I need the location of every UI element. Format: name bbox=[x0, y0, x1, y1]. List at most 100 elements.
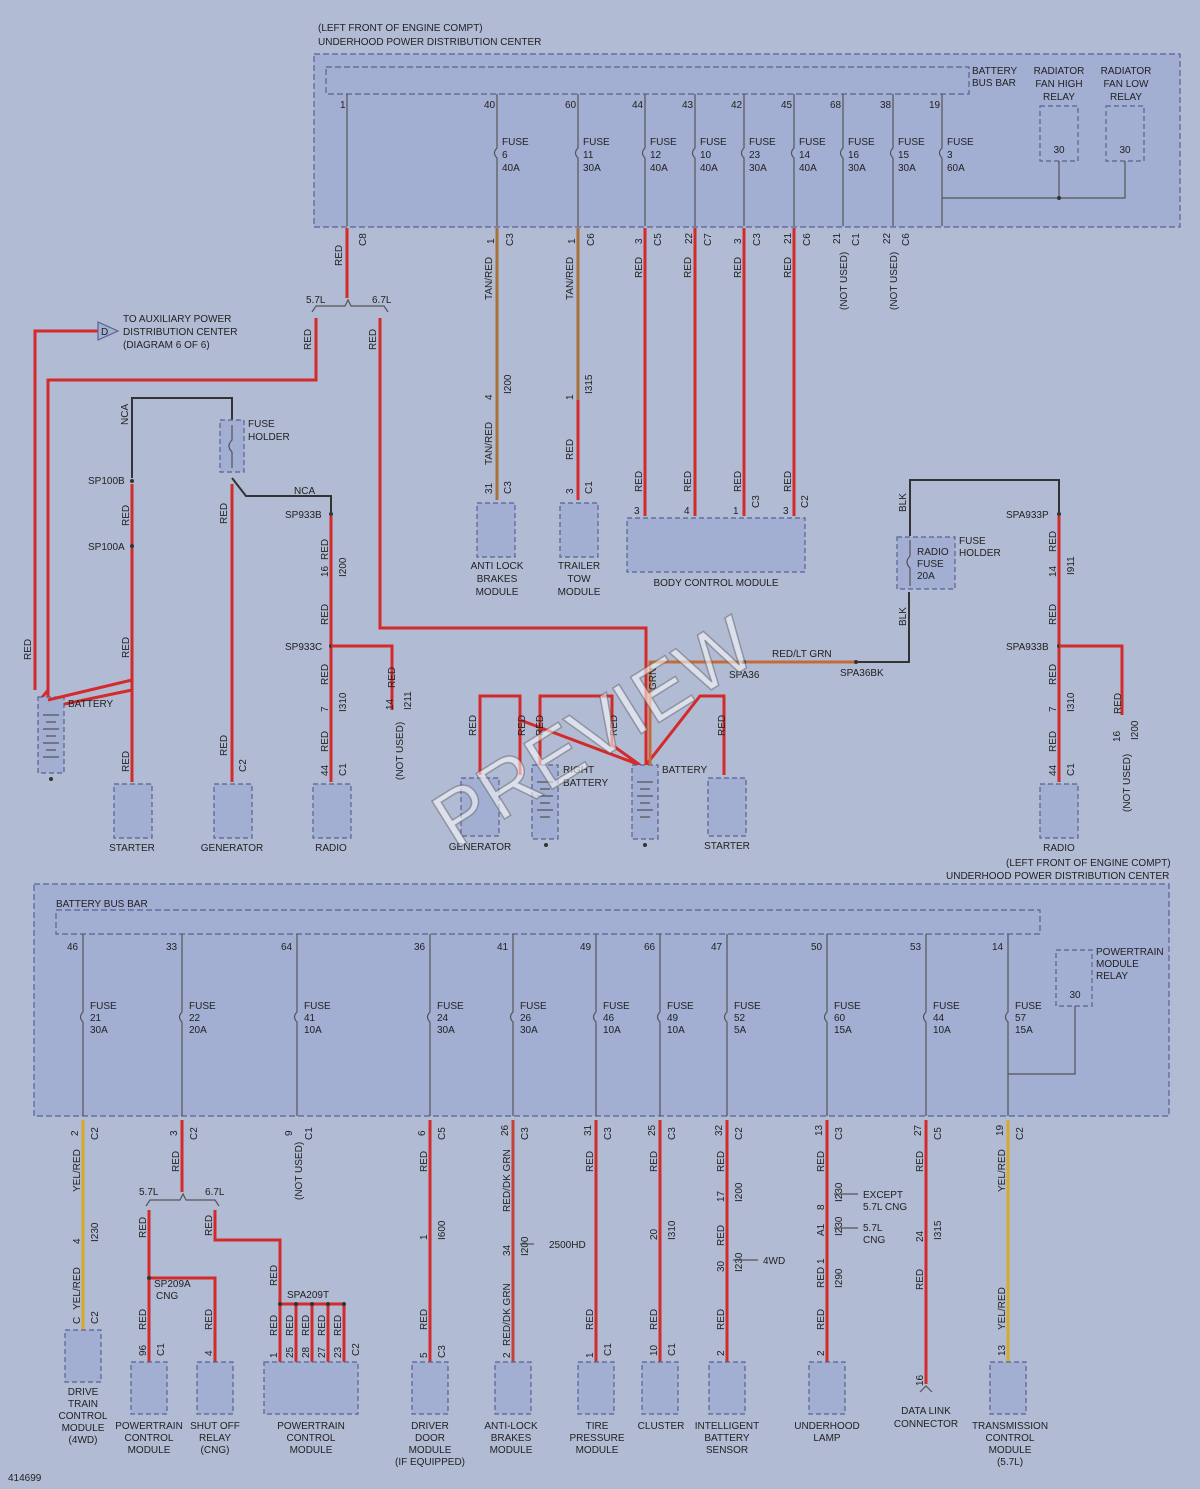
svg-text:CONTROL: CONTROL bbox=[125, 1433, 174, 1444]
svg-text:30A: 30A bbox=[749, 163, 767, 174]
svg-text:I310: I310 bbox=[667, 1220, 678, 1240]
svg-text:15A: 15A bbox=[1015, 1025, 1033, 1036]
top-fuse-pin: 38 bbox=[880, 100, 892, 111]
radio-left bbox=[312, 783, 352, 839]
svg-text:LAMP: LAMP bbox=[813, 1433, 841, 1444]
pin-main: 1 bbox=[340, 100, 346, 111]
svg-text:20A: 20A bbox=[917, 571, 935, 582]
svg-text:RED: RED bbox=[23, 639, 34, 660]
svg-text:CONTROL: CONTROL bbox=[59, 1411, 108, 1422]
relay-low-1: RADIATOR bbox=[1101, 66, 1152, 77]
svg-text:FUSE: FUSE bbox=[304, 1001, 331, 1012]
anti-lock-brakes-module bbox=[494, 1361, 532, 1415]
svg-text:6: 6 bbox=[502, 150, 508, 161]
svg-text:RED: RED bbox=[138, 1309, 149, 1330]
svg-text:MODULE: MODULE bbox=[62, 1423, 105, 1434]
svg-text:53: 53 bbox=[910, 942, 922, 953]
svg-text:C2: C2 bbox=[351, 1343, 362, 1356]
svg-text:C: C bbox=[72, 1317, 83, 1324]
svg-text:EXCEPT: EXCEPT bbox=[863, 1190, 903, 1201]
svg-text:14: 14 bbox=[799, 150, 811, 161]
svg-text:C6: C6 bbox=[901, 233, 912, 246]
svg-text:TRAIN: TRAIN bbox=[68, 1399, 98, 1410]
svg-text:10A: 10A bbox=[603, 1025, 621, 1036]
svg-text:RED: RED bbox=[585, 1309, 596, 1330]
svg-text:HOLDER: HOLDER bbox=[959, 548, 1001, 559]
svg-text:PRESSURE: PRESSURE bbox=[569, 1433, 624, 1444]
svg-text:26: 26 bbox=[500, 1124, 511, 1136]
svg-text:I200: I200 bbox=[1130, 720, 1141, 740]
svg-text:FUSE: FUSE bbox=[959, 536, 986, 547]
svg-text:30A: 30A bbox=[898, 163, 916, 174]
svg-text:11: 11 bbox=[583, 150, 594, 161]
svg-text:FUSE: FUSE bbox=[583, 137, 610, 148]
svg-text:24: 24 bbox=[437, 1013, 449, 1024]
svg-text:96: 96 bbox=[138, 1344, 149, 1356]
svg-text:C1: C1 bbox=[338, 763, 349, 776]
svg-text:3: 3 bbox=[169, 1130, 180, 1136]
svg-text:(5.7L): (5.7L) bbox=[997, 1457, 1023, 1468]
relay-low-box bbox=[1105, 105, 1145, 162]
top-fuse-pin: 40 bbox=[484, 100, 496, 111]
svg-text:I200: I200 bbox=[734, 1182, 745, 1202]
svg-text:8: 8 bbox=[816, 1204, 827, 1210]
svg-text:POWERTRAIN: POWERTRAIN bbox=[277, 1421, 345, 1432]
svg-text:RED/LT GRN: RED/LT GRN bbox=[772, 649, 832, 660]
svg-text:FUSE: FUSE bbox=[749, 137, 776, 148]
svg-text:44: 44 bbox=[933, 1013, 945, 1024]
svg-text:15A: 15A bbox=[834, 1025, 852, 1036]
svg-text:C3: C3 bbox=[505, 233, 516, 246]
svg-text:RED: RED bbox=[301, 1315, 312, 1336]
svg-text:3: 3 bbox=[565, 488, 576, 494]
svg-text:I200: I200 bbox=[520, 1236, 531, 1256]
svg-text:10A: 10A bbox=[304, 1025, 322, 1036]
svg-text:I230: I230 bbox=[834, 1216, 845, 1236]
svg-text:49: 49 bbox=[667, 1013, 679, 1024]
svg-text:YEL/RED: YEL/RED bbox=[997, 1287, 1008, 1330]
svg-text:RED: RED bbox=[219, 735, 230, 756]
svg-text:ANTI-LOCK: ANTI-LOCK bbox=[484, 1421, 538, 1432]
aux-pdc-1: TO AUXILIARY POWER bbox=[123, 314, 231, 325]
svg-text:TAN/RED: TAN/RED bbox=[565, 257, 576, 300]
svg-text:MODULE: MODULE bbox=[290, 1445, 333, 1456]
top-bus-bar bbox=[325, 66, 970, 95]
tire-pressure-module bbox=[577, 1361, 615, 1415]
svg-text:RED: RED bbox=[717, 715, 728, 736]
svg-text:RED: RED bbox=[517, 715, 528, 736]
svg-text:1: 1 bbox=[486, 238, 497, 244]
svg-text:30A: 30A bbox=[520, 1025, 538, 1036]
svg-text:DATA LINK: DATA LINK bbox=[901, 1406, 951, 1417]
radio-right bbox=[1039, 783, 1079, 839]
svg-text:25: 25 bbox=[647, 1124, 658, 1136]
svg-text:I230: I230 bbox=[734, 1252, 745, 1272]
svg-text:BATTERY BUS BAR: BATTERY BUS BAR bbox=[56, 899, 148, 910]
svg-text:C2: C2 bbox=[90, 1127, 101, 1140]
svg-text:RED: RED bbox=[535, 715, 546, 736]
svg-text:YEL/RED: YEL/RED bbox=[997, 1149, 1008, 1192]
split-b: 6.7L bbox=[372, 295, 392, 306]
svg-text:FUSE: FUSE bbox=[917, 559, 944, 570]
svg-text:C2: C2 bbox=[238, 759, 249, 772]
svg-text:YEL/RED: YEL/RED bbox=[72, 1149, 83, 1192]
svg-text:C1: C1 bbox=[304, 1127, 315, 1140]
svg-text:RED: RED bbox=[368, 329, 379, 350]
top-pdc: (LEFT FRONT OF ENGINE COMPT) UNDERHOOD P… bbox=[313, 23, 1181, 228]
svg-text:FUSE: FUSE bbox=[700, 137, 727, 148]
svg-text:44: 44 bbox=[320, 764, 331, 776]
svg-text:RED: RED bbox=[333, 1315, 344, 1336]
svg-text:30A: 30A bbox=[583, 163, 601, 174]
svg-text:14: 14 bbox=[385, 698, 396, 710]
svg-text:TOW: TOW bbox=[567, 574, 591, 585]
svg-text:RED: RED bbox=[171, 1151, 182, 1172]
svg-text:DRIVE: DRIVE bbox=[68, 1387, 99, 1398]
svg-text:CONNECTOR: CONNECTOR bbox=[894, 1419, 958, 1430]
svg-text:(CNG): (CNG) bbox=[201, 1445, 230, 1456]
transmission-control-module bbox=[989, 1361, 1027, 1415]
svg-text:C1: C1 bbox=[584, 481, 595, 494]
svg-text:I211: I211 bbox=[403, 691, 414, 710]
svg-text:14: 14 bbox=[1048, 565, 1059, 577]
